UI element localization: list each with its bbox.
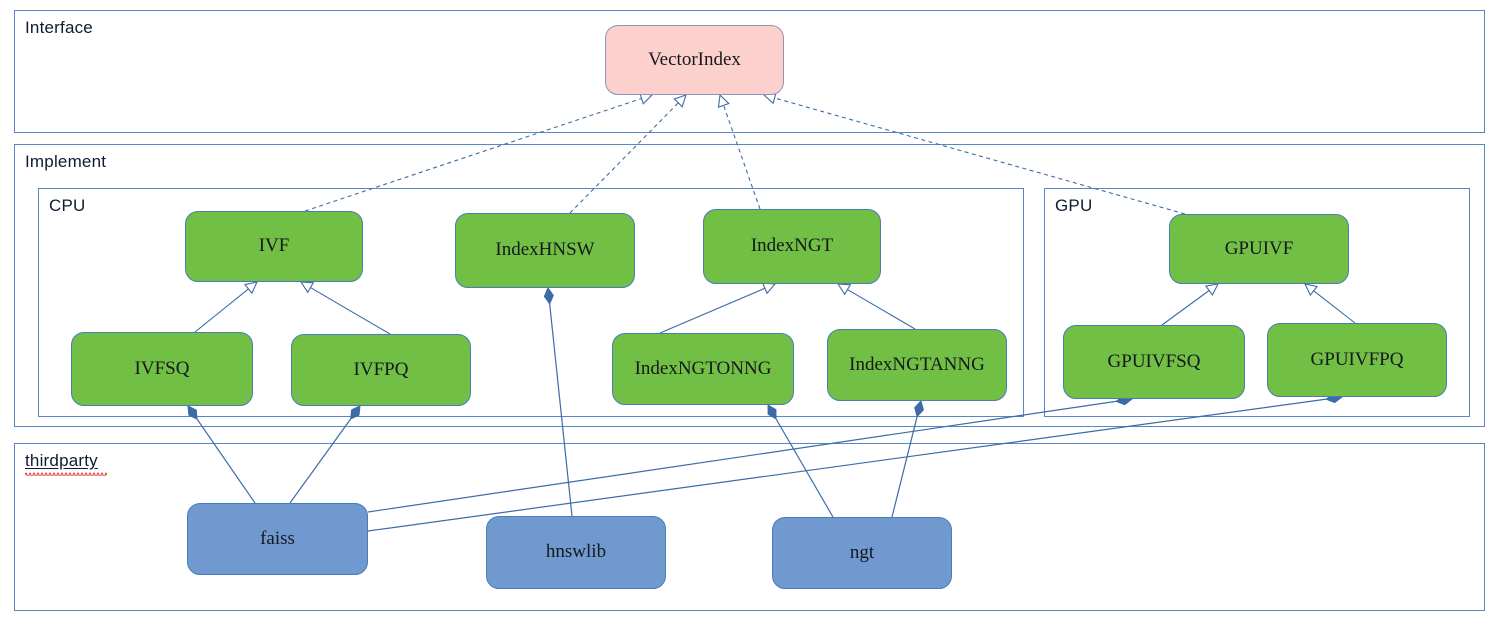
node-gpuivfsq[interactable]: GPUIVFSQ [1063, 325, 1245, 399]
node-label: IndexNGT [750, 235, 834, 257]
node-ivfpq[interactable]: IVFPQ [291, 334, 471, 406]
container-label-gpu: GPU [1055, 196, 1093, 215]
node-label: GPUIVF [1224, 237, 1294, 259]
node-gpuivfpq[interactable]: GPUIVFPQ [1267, 323, 1447, 397]
container-label-interface: Interface [25, 18, 93, 37]
node-label: faiss [260, 527, 295, 549]
node-faiss[interactable]: faiss [187, 503, 368, 575]
node-indexhnsw[interactable]: IndexHNSW [455, 213, 635, 288]
container-label-thirdparty: thirdparty [25, 451, 98, 470]
node-label: ngt [849, 541, 875, 563]
node-label: IVFSQ [134, 357, 190, 379]
node-ngt[interactable]: ngt [772, 517, 952, 589]
node-label: IVFPQ [353, 358, 409, 380]
node-vectorindex[interactable]: VectorIndex [605, 25, 784, 95]
node-label: IndexHNSW [495, 239, 595, 261]
node-indexngt[interactable]: IndexNGT [703, 209, 881, 284]
node-label: VectorIndex [648, 48, 741, 70]
node-label: GPUIVFSQ [1107, 350, 1201, 372]
node-label: GPUIVFPQ [1310, 348, 1404, 370]
container-label-implement: Implement [25, 152, 107, 171]
node-ivfsq[interactable]: IVFSQ [71, 332, 253, 406]
node-hnswlib[interactable]: hnswlib [486, 516, 666, 589]
node-label: IVF [258, 235, 290, 257]
node-label: hnswlib [545, 541, 607, 563]
node-indexngtanng[interactable]: IndexNGTANNG [827, 329, 1007, 401]
container-label-cpu: CPU [49, 196, 86, 215]
node-label: IndexNGTONNG [634, 357, 772, 379]
node-gpuivf[interactable]: GPUIVF [1169, 214, 1349, 284]
node-indexngtonng[interactable]: IndexNGTONNG [612, 333, 794, 405]
node-label: IndexNGTANNG [849, 353, 985, 375]
node-ivf[interactable]: IVF [185, 211, 363, 282]
